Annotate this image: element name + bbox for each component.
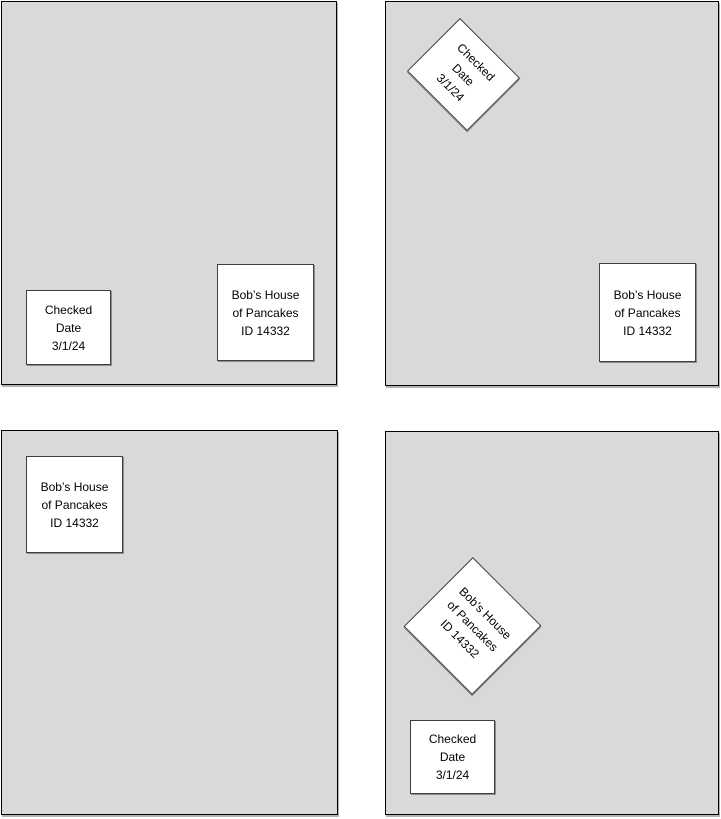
business-id-label-box-rotated[interactable]: Bob’s House of Pancakes ID 14332 xyxy=(403,557,542,695)
business-line-1: Bob’s House xyxy=(613,287,682,302)
checked-date-line-1: Checked xyxy=(44,302,93,317)
checked-date-label-box-rotated[interactable]: Checked Date 3/1/24 xyxy=(406,17,521,132)
business-id-label-box[interactable]: Bob’s House of Pancakes ID 14332 xyxy=(26,456,123,553)
business-line-3: ID 14332 xyxy=(50,515,99,530)
checked-date-line-3: 3/1/24 xyxy=(435,768,470,782)
checked-date-line-1: Checked xyxy=(428,732,477,746)
business-id-label-box[interactable]: Bob’s House of Pancakes ID 14332 xyxy=(217,264,314,361)
business-line-3: ID 14332 xyxy=(623,323,672,338)
checked-date-line-2: Date xyxy=(439,750,466,764)
business-id-label-box[interactable]: Bob’s House of Pancakes ID 14332 xyxy=(599,263,696,362)
slide-panel-bottom-left: Bob’s House of Pancakes ID 14332 xyxy=(1,430,338,815)
slide-panel-top-right: Checked Date 3/1/24 Bob’s House of Panca… xyxy=(385,1,719,386)
business-line-2: of Pancakes xyxy=(232,305,299,320)
checked-date-label-box[interactable]: Checked Date 3/1/24 xyxy=(410,720,495,794)
business-line-3: ID 14332 xyxy=(241,323,290,338)
checked-date-label-box[interactable]: Checked Date 3/1/24 xyxy=(26,290,111,365)
checked-date-line-3: 3/1/24 xyxy=(51,338,86,353)
business-line-1: Bob’s House xyxy=(231,287,300,302)
slide-panel-bottom-right: Bob’s House of Pancakes ID 14332 Checked… xyxy=(385,431,719,815)
checked-date-line-2: Date xyxy=(55,320,82,335)
slide-panel-top-left: Checked Date 3/1/24 Bob’s House of Panca… xyxy=(1,1,337,385)
business-line-1: Bob’s House xyxy=(40,479,109,494)
business-line-2: of Pancakes xyxy=(41,497,108,512)
business-line-2: of Pancakes xyxy=(614,305,681,320)
